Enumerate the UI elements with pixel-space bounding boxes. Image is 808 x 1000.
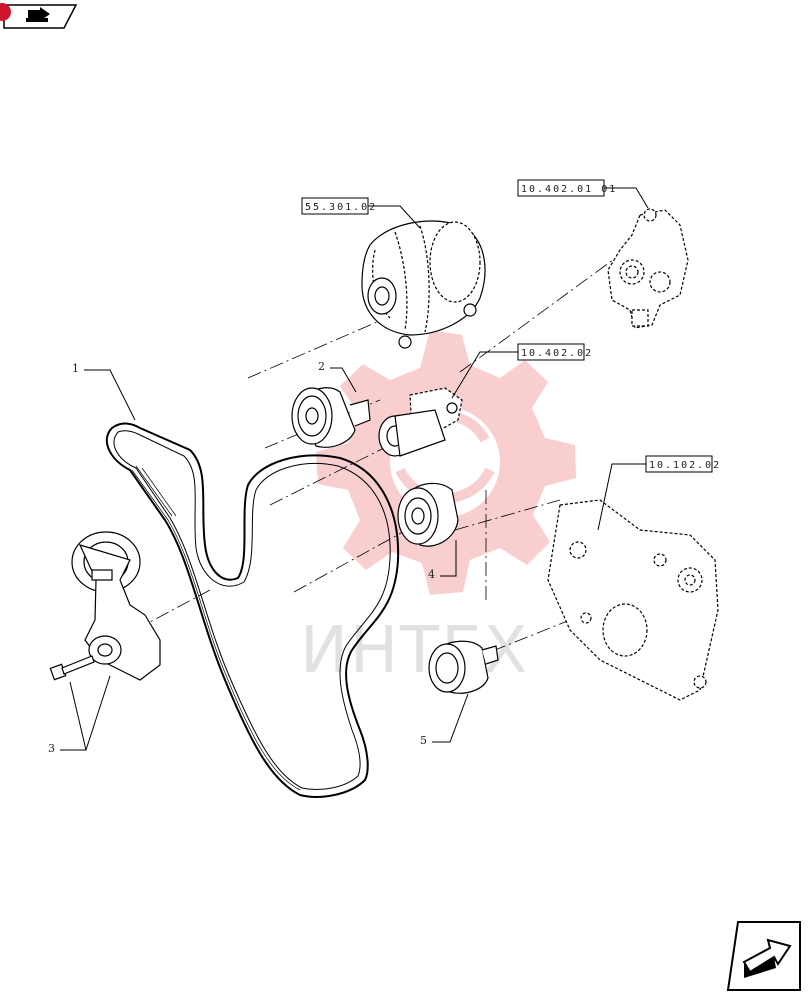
callout-number-1: 1	[72, 362, 79, 375]
watermark-logo	[316, 330, 576, 595]
callout-number-4: 4	[428, 568, 435, 581]
callout-idler-mid: 4	[428, 540, 457, 581]
auto-tensioner[interactable]	[71, 531, 161, 681]
idler-pulley-lower[interactable]	[428, 640, 499, 694]
callout-idler-lower: 5	[420, 693, 469, 747]
callout-tensioner: 3	[48, 675, 111, 755]
serpentine-belt[interactable]	[105, 422, 400, 798]
ref-box-tensioner-assy[interactable]: 10.402.02	[451, 343, 593, 399]
idler-pulley-upper[interactable]	[291, 387, 371, 448]
ref-box-front-cover[interactable]: 10.102.02	[597, 455, 721, 531]
ref-water-pump-label: 10.402.01 01	[521, 184, 617, 195]
ref-front-cover-label: 10.102.02	[649, 460, 721, 471]
callout-number-3: 3	[48, 742, 55, 755]
tensioner-assembly[interactable]	[378, 387, 463, 457]
idler-pulley-mid[interactable]	[397, 482, 459, 547]
tensioner-bolt[interactable]	[49, 655, 95, 681]
ref-alternator-label: 55.301.02	[305, 202, 377, 213]
next-page-arrow-icon[interactable]	[726, 921, 801, 991]
ref-box-water-pump[interactable]: 10.402.01 01	[517, 179, 649, 209]
callout-belt: 1	[72, 362, 136, 421]
centerlines	[134, 239, 641, 661]
ref-box-alternator[interactable]: 55.301.02	[301, 197, 421, 229]
water-pump[interactable]	[607, 208, 689, 329]
callout-number-2: 2	[318, 360, 325, 373]
book-arrow-icon[interactable]	[0, 3, 78, 29]
front-cover[interactable]	[547, 499, 719, 701]
ref-tensioner-assy-label: 10.402.02	[521, 348, 593, 359]
callout-number-5: 5	[420, 734, 427, 747]
callout-idler-upper: 2	[318, 360, 357, 393]
alternator[interactable]	[361, 220, 486, 349]
